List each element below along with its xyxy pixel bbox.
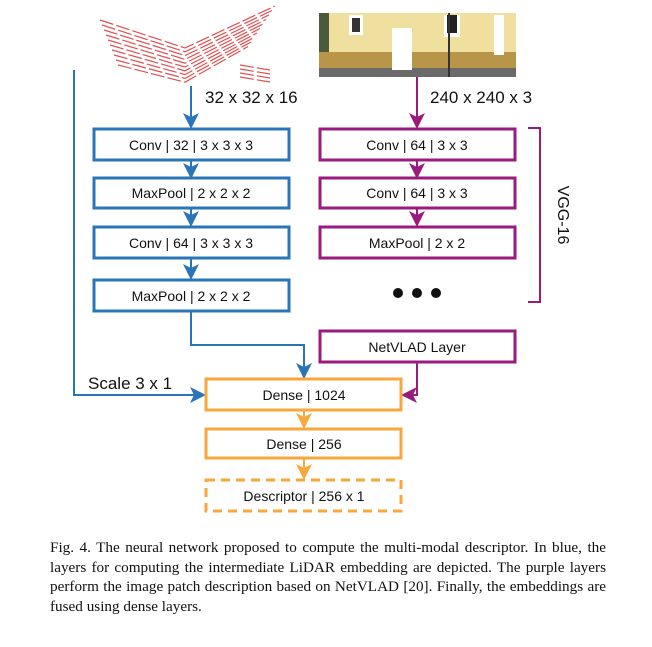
image-layer-box: [318, 225, 517, 260]
fusion-layer-box: [204, 377, 403, 412]
scale-label: Scale 3 x 1: [88, 374, 172, 393]
lidar-layer-label: Conv | 32 | 3 x 3 x 3: [129, 137, 253, 153]
lidar-point-cloud-image: [99, 5, 276, 83]
image-layer-label: MaxPool | 2 x 2: [369, 235, 465, 251]
fusion-layer-label: Dense | 1024: [262, 387, 345, 403]
vgg-label: VGG-16: [554, 186, 571, 245]
descriptor-box: [204, 478, 403, 513]
vgg-bracket: [528, 127, 541, 303]
lidar-scan-lines: [99, 5, 276, 83]
fusion-layer-box: [204, 427, 403, 460]
image-layer-box: [318, 176, 517, 210]
image-input-dims: 240 x 240 x 3: [430, 88, 532, 107]
lidar-layer-label: Conv | 64 | 3 x 3 x 3: [129, 235, 253, 251]
camera-image: [319, 13, 516, 77]
image-layer-label: Conv | 64 | 3 x 3: [366, 137, 468, 153]
lidar-layer-box: [92, 176, 291, 210]
image-layer-box: [318, 127, 517, 162]
descriptor-label: Descriptor | 256 x 1: [243, 488, 364, 504]
lidar-input-dims: 32 x 32 x 16: [205, 88, 298, 107]
lidar-layer-box: [92, 127, 291, 162]
lidar-layer-box: [92, 225, 291, 260]
fusion-layer-label: Dense | 256: [266, 436, 341, 452]
netvlad-label: NetVLAD Layer: [368, 339, 466, 355]
lidar-layer-label: MaxPool | 2 x 2 x 2: [132, 288, 251, 304]
lidar-connectors: [73, 70, 312, 403]
image-layer-label: Conv | 64 | 3 x 3: [366, 185, 468, 201]
lidar-layer-box: [92, 278, 291, 313]
figure-caption: Fig. 4. The neural network proposed to c…: [50, 539, 606, 615]
image-connectors: [401, 77, 541, 403]
netvlad-box: [318, 329, 517, 364]
ellipsis-dots: [393, 288, 441, 298]
lidar-layer-label: MaxPool | 2 x 2 x 2: [132, 185, 251, 201]
